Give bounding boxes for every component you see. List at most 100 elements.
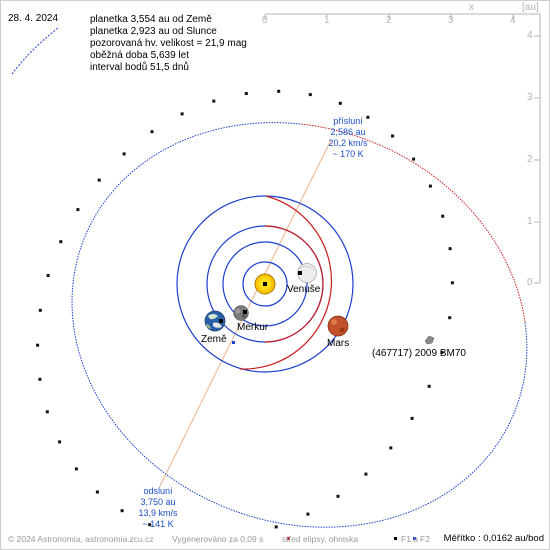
y-tick-3: 3 [527,92,533,103]
orbit-point [46,274,50,277]
orbit-point [366,115,370,119]
info-line-interval: interval bodů 51,5 dnů [90,62,189,73]
x-tick-4: 4 [510,15,516,26]
perihelion-title: přísluní [333,116,363,126]
aphelion-temp: ~ 141 K [142,519,174,529]
mars-orbit [176,195,354,373]
orbit-point [308,93,312,97]
orbit-point [95,490,99,494]
planet-orbits [176,195,354,373]
orbit-point [410,416,414,420]
orbit-point [389,446,393,450]
orbit-point [448,316,452,320]
mars-orbit-red [239,195,333,370]
orbit-point [45,410,49,414]
x-tick-0: 0 [262,15,268,26]
y-tick-2: 2 [527,154,533,165]
orbit-point [391,134,395,138]
orbit-point [36,343,40,347]
perihelion-note: přísluní 2,586 au 20,2 km/s ~ 170 K [316,116,380,160]
date-label: 28. 4. 2024 [8,13,59,24]
scale-label: Měřítko : 0,0162 au/bod [441,533,546,544]
orbit-point [338,101,342,105]
orbit-point [440,351,444,354]
orbit-point [180,112,184,116]
asteroid-orbit-points [36,89,454,529]
legend-center-text: střed elipsy, ohniska [281,534,359,544]
info-line-sun-distance: planetka 2,923 au od Slunce [90,26,217,37]
orbit-point [122,152,126,156]
mars-icon [327,315,349,337]
venus-marker [298,271,302,275]
orbit-point [427,384,431,388]
y-tick-1: 1 [527,216,533,227]
asteroid-icon [424,335,435,345]
orbit-point [38,377,42,381]
orbit-point [97,178,101,182]
earth-marker [219,319,223,323]
x-tick-3: 3 [448,15,454,26]
aphelion-speed: 13,9 km/s [138,508,178,518]
orbit-point [336,494,340,498]
legend-f1-text: F1 a [401,534,419,544]
mercury-marker [243,310,247,314]
earth-icon [204,310,226,332]
x-tick-2: 2 [386,15,392,26]
venus-orbit [222,241,308,327]
orbit-point [59,240,63,244]
earth-orbit-red [264,225,324,343]
mercury-label: Merkur [237,322,269,333]
legend-f2-marker [413,537,416,540]
orbit-point [448,247,452,251]
asteroid-orbit [71,122,528,528]
perihelion-temp: ~ 170 K [332,149,364,159]
orbit-point [364,472,368,476]
mars-label: Mars [327,338,350,349]
generated-text: Vygenerováno za 0,09 s [172,534,264,544]
x-tick-1: 1 [324,15,330,26]
legend-center-marker [287,537,290,540]
aphelion-note: odsluní 3,750 au 13,9 km/s ~ 141 K [126,486,190,530]
orbit-point [412,157,416,161]
orbit-point [306,512,310,516]
copyright-text: © 2024 Astronomia, astronomia.zcu.cz [8,534,154,544]
axes [264,13,541,284]
mercury-orbit [242,261,288,307]
perihelion-distance: 2,586 au [330,127,366,137]
y-tick-4: 4 [527,30,533,41]
orbit-point [76,208,80,212]
orbit-point [428,184,432,188]
venus-icon [297,263,317,283]
y-tick-0: 0 [527,277,533,288]
earth-label: Země [201,334,227,345]
orbit-point [450,281,454,285]
orbit-point [212,99,216,103]
orbit-point [277,89,281,93]
unit-label: [au] [522,2,539,13]
orbit-point [120,509,124,513]
aphelion-distance: 3,750 au [140,497,176,507]
legend-f1-marker [394,537,397,540]
orbit-point [441,214,445,218]
legend-f2-text: F2 [420,534,430,544]
orbit-fragment [11,27,59,75]
orbit-point [274,525,278,529]
info-panel: planetka 3,554 au od Země planetka 2,923… [90,14,247,74]
orbit-point [150,130,154,134]
orbit-point [74,467,78,471]
orbit-point [38,308,42,312]
info-line-period: oběžná doba 5,639 let [90,50,189,61]
asteroid-position-marker [232,341,235,344]
venus-label: Venuše [287,284,321,295]
aphelion-title: odsluní [143,486,173,496]
perihelion-speed: 20,2 km/s [328,138,368,148]
orbit-point [148,523,152,527]
info-line-earth-distance: planetka 3,554 au od Země [90,14,212,25]
mercury-icon [233,305,249,321]
x-axis-letter: x [469,2,474,13]
sun-icon [254,273,276,295]
orbit-point [58,440,62,444]
